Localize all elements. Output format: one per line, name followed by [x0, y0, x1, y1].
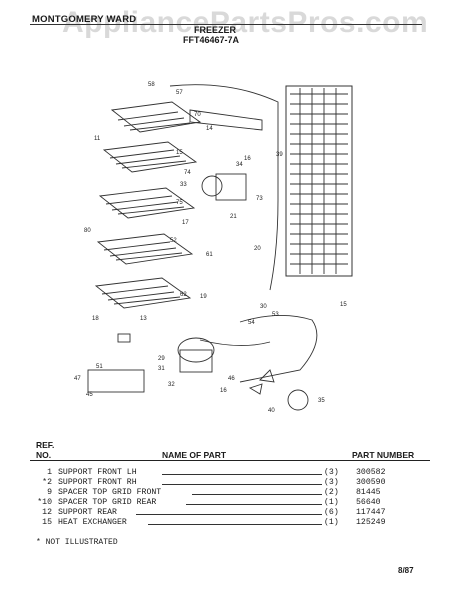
table-row: 9 SPACER TOP GRID FRONT (2) 81445 [30, 488, 440, 498]
callout-label: 39 [276, 152, 283, 158]
callout-label: 31 [158, 366, 165, 372]
callout-label: 30 [260, 304, 267, 310]
callout-label: 33 [180, 182, 187, 188]
part-qty: (1) [324, 518, 339, 527]
table-rule [30, 460, 430, 461]
callout-label: 74 [184, 170, 191, 176]
callout-label: 57 [176, 90, 183, 96]
header-rule [30, 24, 422, 25]
callout-label: 21 [230, 214, 237, 220]
part-name: SPACER TOP GRID REAR [58, 498, 157, 507]
part-name: SPACER TOP GRID FRONT [58, 488, 162, 497]
callout-label: 61 [206, 252, 213, 258]
ref-no: 15 [42, 518, 52, 527]
ref-header: REF. [36, 440, 55, 450]
callout-label: 16 [244, 156, 251, 162]
footnote: * NOT ILLUSTRATED [36, 538, 118, 547]
part-name: SUPPORT FRONT RH [58, 478, 137, 487]
callout-label: 17 [182, 220, 189, 226]
ref-no: 9 [47, 488, 52, 497]
callout-label: 73 [256, 196, 263, 202]
callout-label: 16 [220, 388, 227, 394]
callout-label: 14 [206, 126, 213, 132]
callout-label: 46 [228, 376, 235, 382]
callout-label: 70 [194, 112, 201, 118]
table-row: 1 SUPPORT FRONT LH (3) 300582 [30, 468, 440, 478]
callout-label: 40 [268, 408, 275, 414]
callout-label: 34 [236, 162, 243, 168]
part-qty: (3) [324, 468, 339, 477]
ref-no: *10 [37, 498, 52, 507]
part-number: 81445 [356, 488, 381, 497]
callout-label: 45 [86, 392, 93, 398]
part-name: SUPPORT REAR [58, 508, 117, 517]
callout-label: 53 [272, 312, 279, 318]
product-title: FREEZER [194, 25, 237, 35]
part-qty: (6) [324, 508, 339, 517]
part-name: HEAT EXCHANGER [58, 518, 127, 527]
callout-label: 47 [74, 376, 81, 382]
table-row: 15 HEAT EXCHANGER (1) 125249 [30, 518, 440, 528]
callout-label: 15 [176, 150, 183, 156]
part-number: 56640 [356, 498, 381, 507]
part-number-header: PART NUMBER [352, 450, 415, 460]
brand-title: MONTGOMERY WARD [32, 14, 137, 25]
table-row: *2 SUPPORT FRONT RH (3) 300590 [30, 478, 440, 488]
ref-no: 1 [47, 468, 52, 477]
callout-label: 20 [254, 246, 261, 252]
ref-no: *2 [42, 478, 52, 487]
callout-label: 51 [96, 364, 103, 370]
callout-label: 52 [170, 238, 177, 244]
callout-label: 35 [318, 398, 325, 404]
callout-label: 80 [84, 228, 91, 234]
callout-label: 75 [176, 200, 183, 206]
table-row: *10 SPACER TOP GRID REAR (1) 56640 [30, 498, 440, 508]
part-number: 125249 [356, 518, 386, 527]
callout-label: 18 [92, 316, 99, 322]
part-qty: (3) [324, 478, 339, 487]
callout-label: 32 [168, 382, 175, 388]
part-number: 117447 [356, 508, 386, 517]
callout-label: 29 [158, 356, 165, 362]
parts-diagram: 58 57 11 15 70 74 14 16 33 80 21 75 17 7… [74, 82, 353, 414]
part-number: 300582 [356, 468, 386, 477]
callout-label: 11 [94, 136, 101, 142]
part-qty: (2) [324, 488, 339, 497]
part-name: SUPPORT FRONT LH [58, 468, 137, 477]
callout-label: 54 [248, 320, 255, 326]
callout-label: 58 [148, 82, 155, 88]
part-qty: (1) [324, 498, 339, 507]
shelf-grids [94, 101, 202, 309]
ref-no: 12 [42, 508, 52, 517]
callout-label: 62 [180, 292, 187, 298]
callout-label: 19 [200, 294, 207, 300]
revision-date: 8/87 [398, 566, 414, 575]
callout-label: 15 [340, 302, 347, 308]
table-row: 12 SUPPORT REAR (6) 117447 [30, 508, 440, 518]
callout-label: 13 [140, 316, 147, 322]
condenser-coil [285, 85, 353, 277]
name-of-part-header: NAME OF PART [162, 450, 227, 460]
part-number: 300590 [356, 478, 386, 487]
model-number: FFT46467-7A [183, 35, 240, 45]
no-header: NO. [36, 450, 52, 460]
